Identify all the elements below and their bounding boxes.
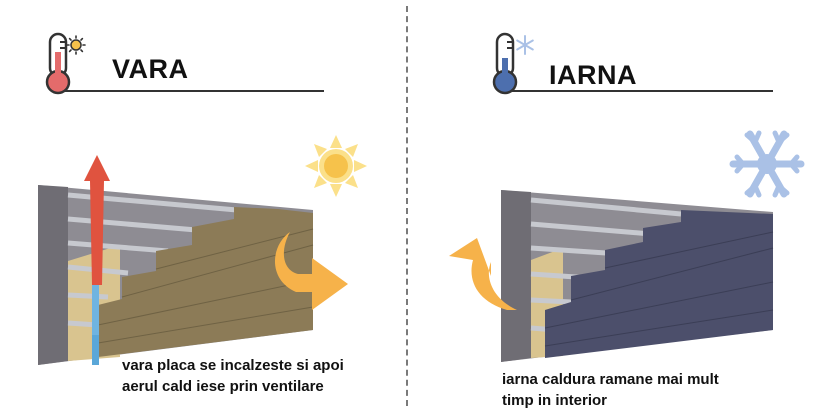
- heat-out-arrow-icon: [274, 232, 348, 310]
- winter-panel: IARNA: [415, 0, 823, 414]
- winter-title: IARNA: [549, 60, 637, 90]
- winter-title-underline: [511, 90, 773, 92]
- summer-caption-line1: vara placa se incalzeste si apoi: [122, 357, 344, 374]
- summer-caption: vara placa se incalzeste si apoi aerul c…: [122, 355, 344, 397]
- summer-wall-illustration: [38, 155, 314, 365]
- winter-caption-line1: iarna caldura ramane mai mult: [502, 371, 719, 388]
- winter-wall-illustration: [501, 190, 774, 362]
- thermometer-hot-icon: [45, 32, 86, 95]
- winter-caption-line2: timp in interior: [502, 392, 607, 409]
- summer-panel: VARA: [0, 0, 400, 414]
- summer-caption-line2: aerul cald iese prin ventilare: [122, 378, 324, 395]
- summer-title-underline: [64, 90, 324, 92]
- sun-icon: [305, 135, 367, 197]
- snowflake-icon: [729, 130, 805, 198]
- heat-retained-arrow-icon: [449, 238, 517, 310]
- summer-title: VARA: [112, 54, 189, 84]
- panel-divider: [406, 6, 408, 406]
- thermometer-cold-icon: [492, 32, 534, 95]
- winter-caption: iarna caldura ramane mai mult timp in in…: [502, 369, 719, 411]
